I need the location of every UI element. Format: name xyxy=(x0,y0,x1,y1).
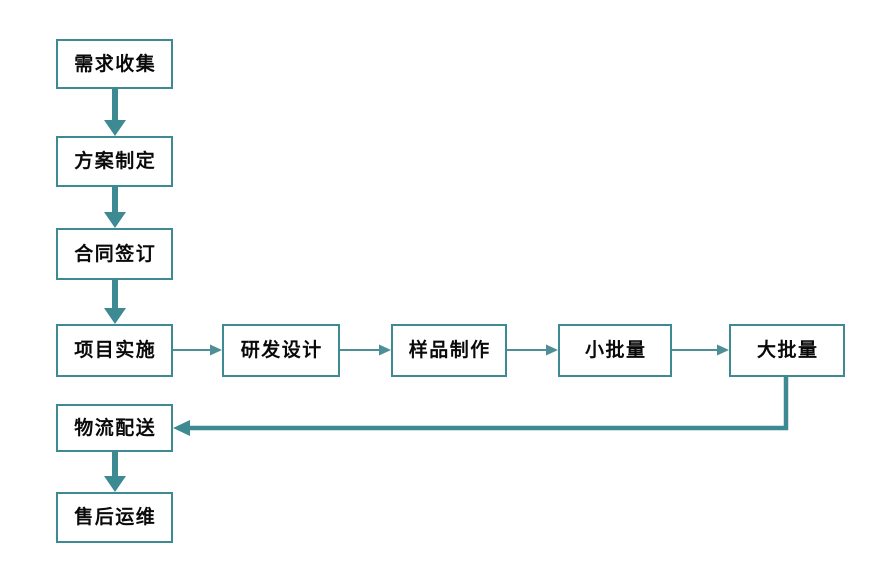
node-label-rnd-design: 研发设计 xyxy=(240,340,323,361)
node-label-after-sales: 售后运维 xyxy=(74,507,157,528)
node-after-sales[interactable]: 售后运维 xyxy=(56,492,173,543)
node-large-batch[interactable]: 大批量 xyxy=(729,324,845,377)
node-rnd-design[interactable]: 研发设计 xyxy=(222,324,340,377)
node-requirements[interactable]: 需求收集 xyxy=(56,39,173,89)
connector-logistics-to-after-sales xyxy=(104,452,126,492)
connector-large-batch-to-logistics xyxy=(173,377,789,436)
node-label-logistics: 物流配送 xyxy=(74,417,157,439)
connector-small-batch-to-large-batch xyxy=(672,344,729,356)
node-label-requirements: 需求收集 xyxy=(74,53,157,75)
node-sample-making[interactable]: 样品制作 xyxy=(391,324,507,377)
node-label-contract: 合同签订 xyxy=(74,243,157,265)
node-label-proposal: 方案制定 xyxy=(74,151,157,172)
connector-rnd-design-to-sample-making xyxy=(340,344,391,356)
node-contract[interactable]: 合同签订 xyxy=(56,228,173,280)
node-label-sample-making: 样品制作 xyxy=(408,340,491,361)
connector-sample-making-to-small-batch xyxy=(507,344,558,356)
node-small-batch[interactable]: 小批量 xyxy=(558,324,672,377)
connector-contract-to-implementation xyxy=(104,280,126,324)
node-label-implementation: 项目实施 xyxy=(74,340,157,361)
connector-proposal-to-contract xyxy=(104,187,126,228)
connector-requirements-to-proposal xyxy=(104,89,126,136)
node-implementation[interactable]: 项目实施 xyxy=(56,324,173,377)
node-label-small-batch: 小批量 xyxy=(584,340,647,361)
connector-implementation-to-rnd-design xyxy=(173,344,222,356)
node-proposal[interactable]: 方案制定 xyxy=(56,136,173,187)
node-logistics[interactable]: 物流配送 xyxy=(56,404,173,452)
node-label-large-batch: 大批量 xyxy=(756,340,819,361)
